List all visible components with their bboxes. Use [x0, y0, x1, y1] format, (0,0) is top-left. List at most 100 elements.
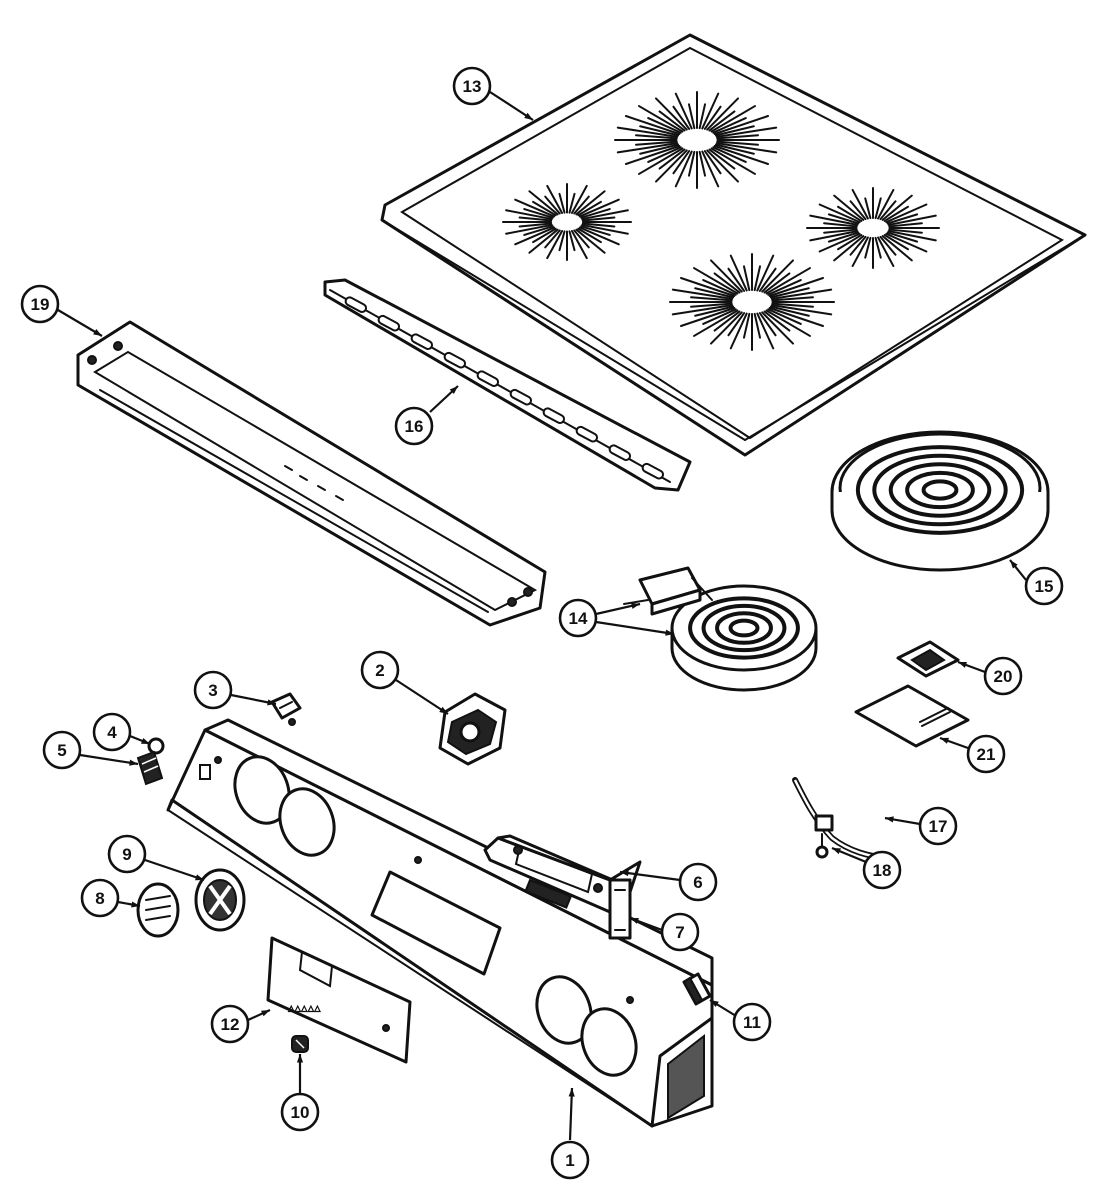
callout-number: 21 — [977, 745, 996, 764]
leader-arrowhead — [439, 706, 448, 714]
callout-leader — [619, 870, 681, 882]
small-burner — [623, 566, 818, 692]
leader-arrowhead — [940, 737, 949, 744]
leader-arrowhead — [568, 1088, 575, 1097]
knob-bezel — [194, 868, 246, 932]
callout-circle — [92, 712, 132, 752]
callout-3: 3 — [193, 670, 277, 710]
control-panel — [166, 718, 714, 1128]
callout-circle — [452, 66, 492, 106]
callout-number: 5 — [57, 741, 66, 760]
screw — [815, 833, 829, 859]
callout-number: 8 — [95, 889, 104, 908]
callout-number: 2 — [375, 661, 384, 680]
callout-19: 19 — [20, 284, 103, 337]
callout-number: 18 — [873, 861, 892, 880]
leader-arrowhead — [93, 329, 102, 336]
overlay-panel: ▵▵▵▵▵ — [266, 936, 412, 1064]
callout-circle — [107, 834, 147, 874]
end-clip — [682, 972, 712, 1006]
burner-pattern-right — [806, 187, 940, 269]
burner-pattern-rear-right — [614, 91, 780, 189]
leader-arrowhead — [524, 112, 533, 120]
callout-circle — [210, 1004, 250, 1044]
callout-leader — [568, 1087, 574, 1141]
callout-circle — [862, 850, 902, 890]
callout-circle — [558, 598, 598, 638]
small-switch — [270, 692, 302, 720]
callout-circle — [193, 670, 233, 710]
callout-circle — [732, 1002, 772, 1042]
callout-17: 17 — [884, 806, 958, 846]
leader-arrowhead — [620, 870, 629, 877]
callout-number: 17 — [929, 817, 948, 836]
leader-arrowhead — [267, 699, 276, 706]
callout-number: 19 — [31, 295, 50, 314]
callout-number: 15 — [1035, 577, 1054, 596]
callout-circle — [1024, 566, 1064, 606]
callout-12: 12 — [210, 1004, 271, 1044]
indicator-light — [896, 640, 960, 678]
leader-arrowhead — [665, 629, 674, 636]
rocker-switch — [136, 750, 164, 786]
callout-number: 1 — [565, 1151, 574, 1170]
callout-circle — [42, 730, 82, 770]
callout-9: 9 — [107, 834, 205, 882]
callout-leader — [144, 858, 205, 882]
callout-8: 8 — [80, 878, 141, 918]
leader-arrowhead — [131, 901, 140, 908]
leader-arrowhead — [885, 816, 894, 823]
callout-leader — [79, 753, 139, 766]
large-burner — [830, 430, 1050, 572]
leader-arrowhead — [195, 874, 204, 881]
callout-circle — [360, 650, 400, 690]
leader-arrowhead — [832, 848, 841, 855]
control-knob — [136, 882, 180, 938]
callout-leader — [489, 91, 534, 121]
callout-circle — [918, 806, 958, 846]
callout-4: 4 — [92, 712, 151, 752]
control-bracket — [608, 878, 632, 940]
callout-number: 10 — [291, 1103, 310, 1122]
callout-2: 2 — [360, 650, 449, 715]
callout-number: 9 — [122, 845, 131, 864]
bracket-strip — [323, 278, 692, 492]
leader-arrowhead — [129, 759, 138, 766]
callout-circle — [660, 912, 700, 952]
callout-number: 13 — [463, 77, 482, 96]
callout-1: 1 — [550, 1087, 590, 1180]
callout-15: 15 — [1009, 559, 1064, 606]
burner-pattern-left — [502, 183, 632, 261]
callout-circle — [80, 878, 120, 918]
leader-arrowhead — [631, 602, 640, 609]
callout-14: 14 — [558, 598, 675, 638]
callout-21: 21 — [939, 734, 1006, 774]
leader-arrowhead — [296, 1054, 304, 1063]
callout-number: 20 — [994, 667, 1013, 686]
leader-arrowhead — [449, 386, 458, 395]
callout-11: 11 — [709, 999, 772, 1042]
knob-insert — [147, 737, 165, 755]
callout-circle — [280, 1092, 320, 1132]
callout-number: 3 — [208, 681, 217, 700]
rear-channel — [76, 320, 547, 627]
callout-circle — [678, 862, 718, 902]
leader-arrowhead — [1010, 560, 1018, 569]
push-button — [291, 1035, 309, 1053]
callout-number: 4 — [107, 723, 117, 742]
mounting-plate — [854, 684, 970, 748]
callout-number: 11 — [743, 1013, 761, 1032]
callout-13: 13 — [452, 66, 534, 121]
callout-number: 12 — [221, 1015, 240, 1034]
rotary-switch — [438, 692, 507, 766]
callout-leader — [395, 679, 449, 715]
cooktop-glass — [380, 33, 1087, 457]
leader-arrowhead — [958, 662, 967, 668]
leader-arrowhead — [141, 737, 150, 744]
leader-arrowhead — [630, 918, 639, 924]
callout-number: 16 — [405, 417, 424, 436]
callout-number: 6 — [693, 873, 702, 892]
